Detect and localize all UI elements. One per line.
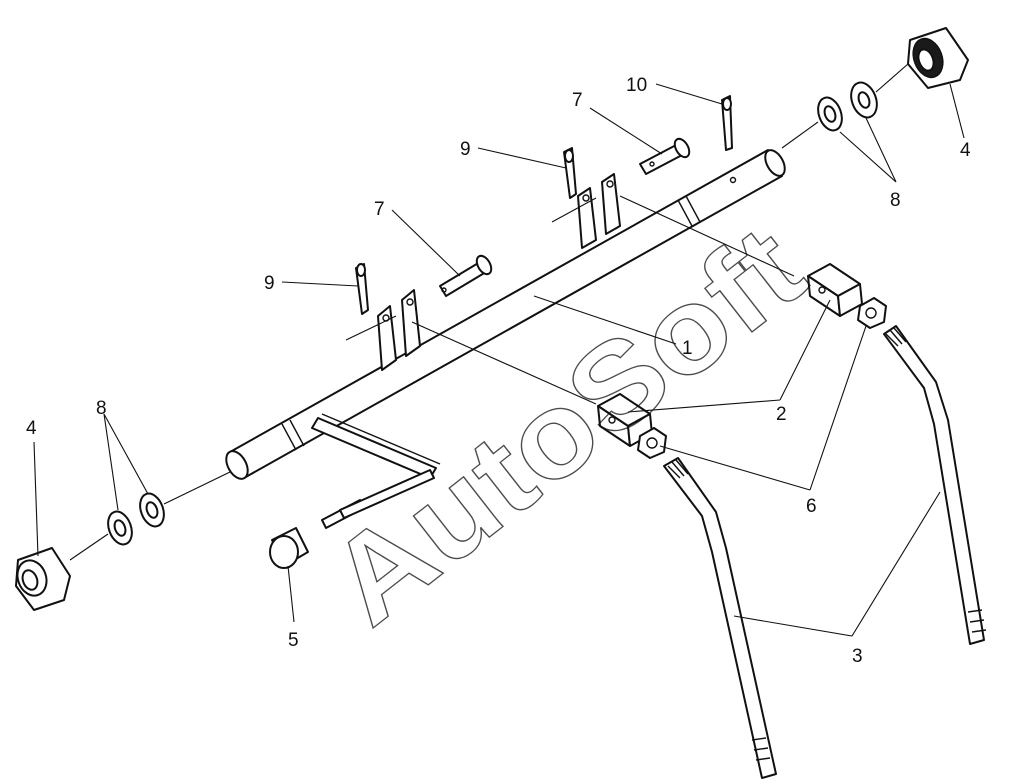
stud-left — [663, 457, 777, 779]
stud-right — [883, 325, 987, 645]
callout-7-left: 7 — [374, 199, 385, 220]
grease-cap — [269, 469, 435, 569]
callout-3: 3 — [852, 646, 863, 667]
cotter-pin-middle — [563, 147, 577, 199]
washer-right-inner — [817, 96, 843, 132]
nut-lower — [637, 427, 667, 459]
shaft-part — [225, 149, 786, 480]
callout-7-top: 7 — [572, 90, 583, 111]
callout-4-right: 4 — [960, 140, 971, 161]
nut-upper — [857, 297, 887, 329]
callout-6: 6 — [806, 496, 817, 517]
callout-8-left: 8 — [96, 398, 107, 419]
right-lug-pair — [577, 173, 621, 249]
leader-lines — [33, 83, 965, 637]
block-upper — [807, 263, 863, 317]
bushing-right — [907, 27, 969, 89]
callout-4-left: 4 — [26, 418, 37, 439]
callout-8-right: 8 — [890, 190, 901, 211]
callout-10: 10 — [626, 75, 647, 96]
pin-right — [639, 137, 691, 175]
washer-left-outer — [107, 510, 133, 546]
callout-5: 5 — [288, 630, 299, 651]
bushing-left — [15, 547, 71, 611]
washer-right-outer — [850, 81, 878, 119]
cotter-pin-left — [355, 263, 369, 315]
cotter-pin-top — [721, 95, 733, 151]
pin-left — [439, 254, 493, 297]
block-lower — [597, 393, 653, 447]
callout-2: 2 — [776, 404, 787, 425]
callout-9-left: 9 — [264, 273, 275, 294]
callout-9-middle: 9 — [460, 139, 471, 160]
callout-1: 1 — [682, 338, 693, 359]
washer-left-inner — [139, 492, 165, 528]
